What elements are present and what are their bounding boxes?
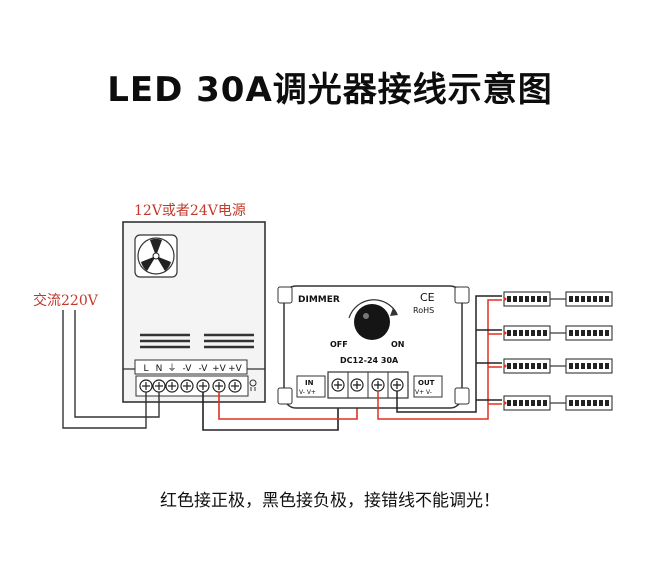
strip-solder-dot bbox=[503, 401, 507, 405]
led-strips bbox=[503, 291, 613, 411]
out-label: OUT bbox=[418, 379, 435, 387]
psu-term-label: -V bbox=[183, 364, 193, 374]
strip-solder-dot bbox=[503, 297, 507, 301]
psu-term-label: +V bbox=[228, 364, 243, 374]
psu-term-label: ⏚ bbox=[167, 363, 176, 374]
ac-input-wires bbox=[62, 310, 160, 429]
in-label: IN bbox=[305, 379, 314, 387]
on-label: ON bbox=[391, 340, 405, 349]
led-strip-segment bbox=[565, 358, 613, 374]
led-strip-segment bbox=[503, 291, 551, 307]
dimmer-label: DIMMER bbox=[298, 295, 340, 305]
psu-term-label: N bbox=[156, 364, 163, 374]
indicator-light-icon bbox=[249, 379, 257, 391]
power-supply-label: 12V或者24V电源 bbox=[134, 203, 246, 219]
page-title: LED 30A调光器接线示意图 bbox=[107, 70, 553, 110]
psu-term-label: L bbox=[143, 364, 148, 374]
vent-slots bbox=[140, 333, 254, 349]
fan-icon bbox=[134, 234, 178, 278]
ce-mark: CE bbox=[420, 291, 435, 304]
led-strip-segment bbox=[565, 325, 613, 341]
psu-terminal-block bbox=[135, 375, 249, 397]
led-strip-segment bbox=[503, 358, 551, 374]
led-strip-segment bbox=[503, 325, 551, 341]
rohs-mark: RoHS bbox=[413, 306, 434, 315]
dimmer-unit: DIMMER CE RoHS OFF ON DC12-24 30A IN V- … bbox=[277, 285, 470, 409]
out-positive-wire bbox=[377, 299, 502, 420]
in-polarity: V- V+ bbox=[299, 389, 316, 396]
model-label: DC12-24 30A bbox=[340, 356, 399, 365]
strip-solder-dot bbox=[503, 364, 507, 368]
ac-input-label: 交流220V bbox=[33, 292, 99, 309]
psu-term-label: -V bbox=[199, 364, 209, 374]
out-polarity: V+ V- bbox=[415, 389, 432, 396]
dimmer-to-led-wires bbox=[377, 295, 502, 420]
out-negative-wire bbox=[396, 295, 502, 413]
power-supply: L N ⏚ -V -V +V +V bbox=[122, 221, 266, 403]
strip-solder-dot bbox=[503, 331, 507, 335]
led-strip-segment bbox=[565, 291, 613, 307]
led-strip-segment bbox=[503, 395, 551, 411]
off-label: OFF bbox=[330, 340, 348, 349]
wiring-warning-note: 红色接正极，黑色接负极，接错线不能调光！ bbox=[160, 491, 500, 511]
led-strip-segment bbox=[565, 395, 613, 411]
psu-term-label: +V bbox=[212, 364, 227, 374]
dimmer-terminal-block bbox=[327, 371, 409, 399]
dimmer-knob[interactable] bbox=[348, 299, 398, 340]
